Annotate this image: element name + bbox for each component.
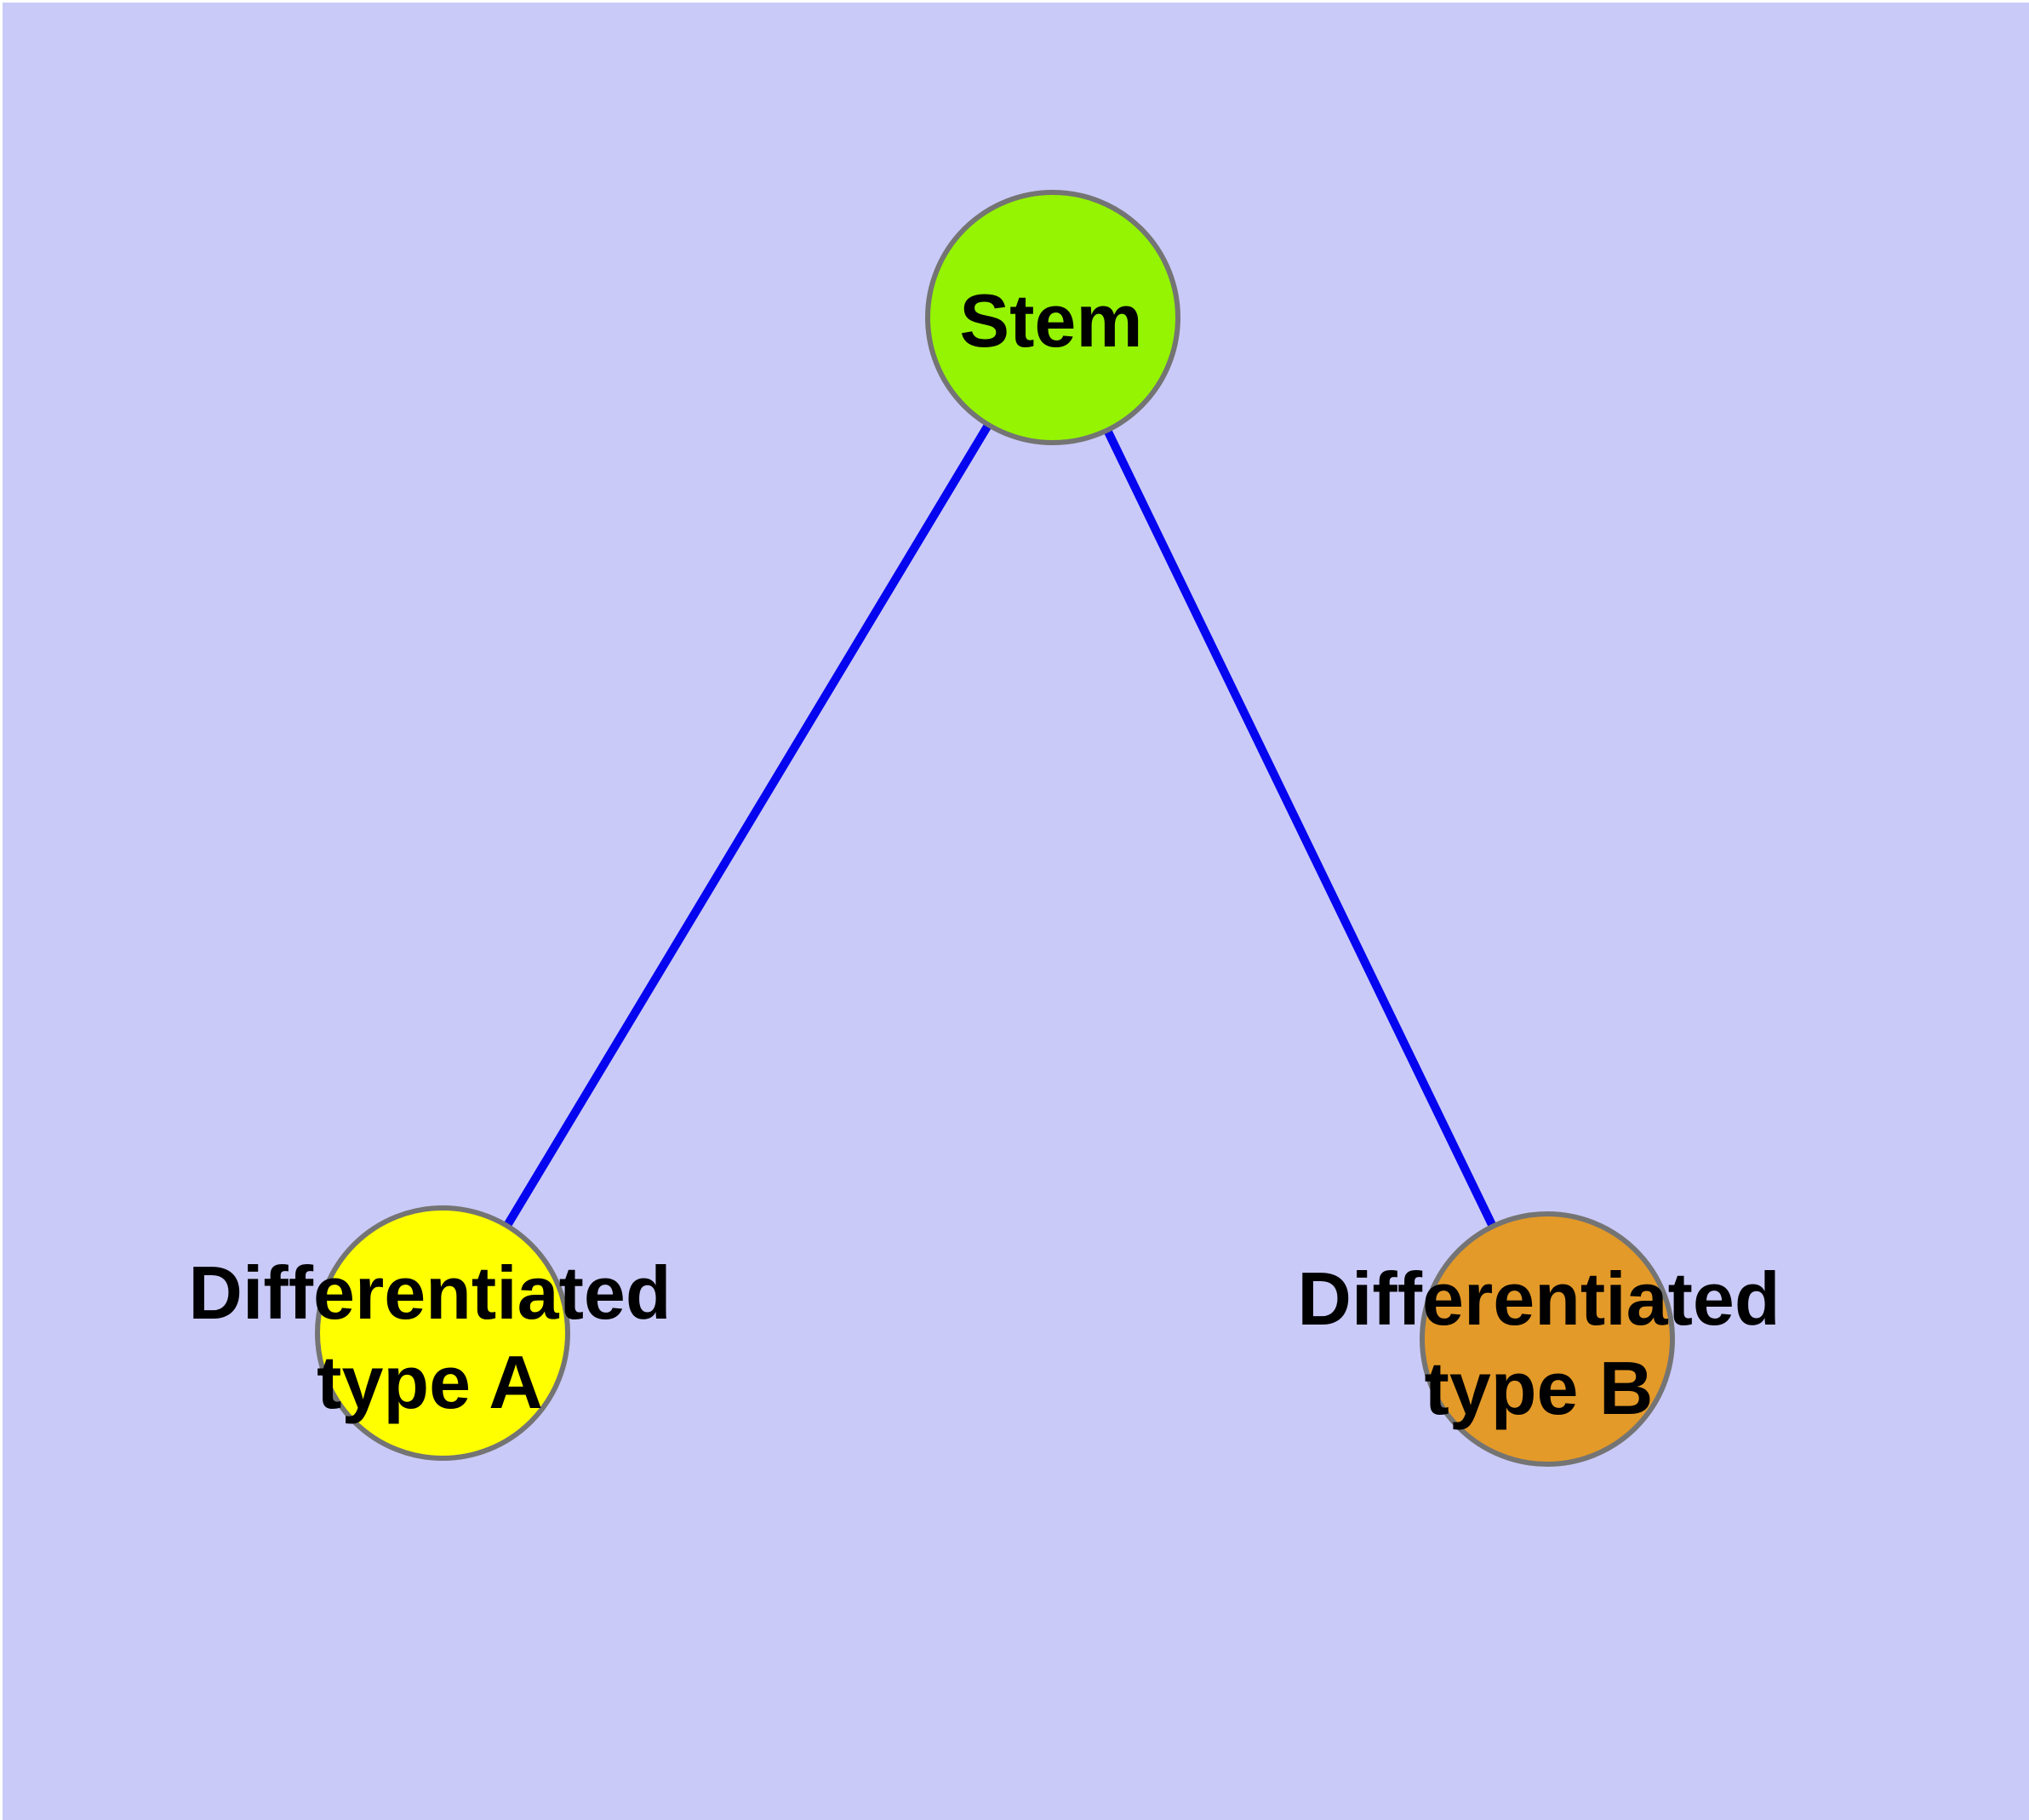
node-differentiated-type-a bbox=[315, 1205, 570, 1461]
node-type-a-label-line2: type A bbox=[317, 1340, 543, 1424]
edge-stem-to-type-a bbox=[438, 315, 1057, 1336]
node-type-b-label-line2: type B bbox=[1425, 1346, 1654, 1430]
node-differentiated-type-b bbox=[1420, 1211, 1675, 1467]
node-type-b-label-line1: Differentiated bbox=[1297, 1256, 1780, 1341]
node-type-a-label-line1: Differentiated bbox=[188, 1251, 671, 1335]
edge-stem-to-type-b bbox=[1049, 315, 1552, 1342]
node-stem bbox=[925, 190, 1180, 445]
node-stem-label: Stem bbox=[959, 278, 1142, 363]
